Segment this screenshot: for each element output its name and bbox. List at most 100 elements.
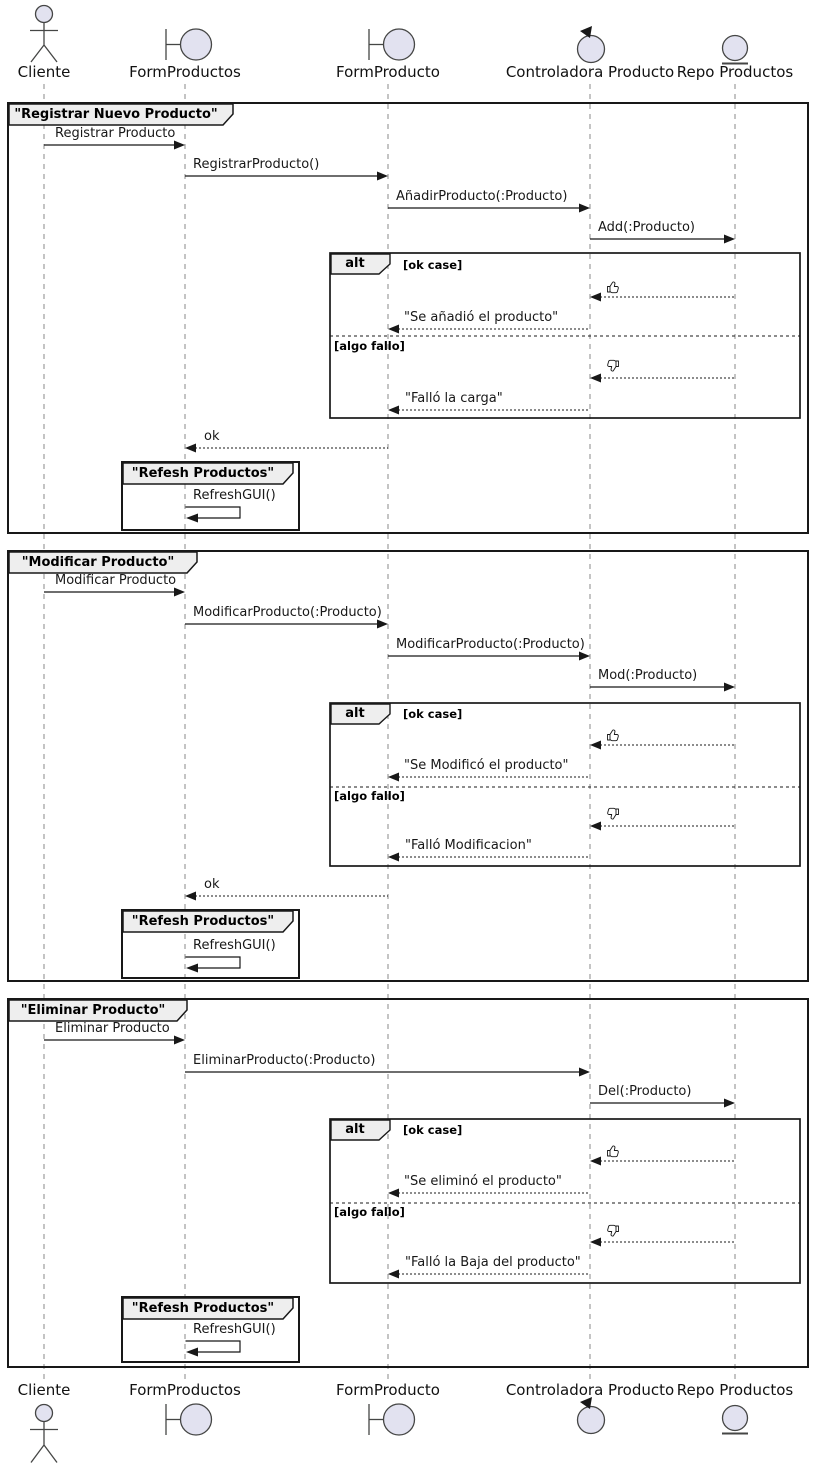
message-label: RegistrarProducto() [193,157,320,172]
guard-label: [algo fallo] [334,1205,405,1219]
refresh-frame [121,1296,300,1363]
return-arrow [590,1156,735,1166]
guard-label: [ok case] [403,707,463,721]
message-label: EliminarProducto(:Producto) [193,1053,376,1068]
frame-title: "Registrar Nuevo Producto" [14,107,218,122]
refresh-frame-tab [122,1297,294,1320]
refresh-frame-title: "Refesh Productos" [131,914,275,929]
return-arrow [388,1188,590,1198]
message-label: "Falló Modificacion" [405,838,532,853]
participant-label-cliente: Cliente [17,1381,71,1399]
message-label: RefreshGUI() [193,1322,276,1337]
message-label: Modificar Producto [55,573,177,588]
actor-icon [30,1403,58,1463]
thumbs-up-icon [607,1145,619,1158]
self-message-arrow [185,956,241,973]
refresh-frame-tab [122,910,294,933]
message-label: RefreshGUI() [193,938,276,953]
message-label: Add(:Producto) [598,220,696,235]
alt-tab [330,703,391,725]
participant-label-controladora: Controladora Producto [505,1381,675,1399]
message-label: ModificarProducto(:Producto) [396,637,585,652]
alt-frame [329,702,801,867]
frame-eliminar-tab [8,999,188,1022]
message-label: ModificarProducto(:Producto) [193,605,382,620]
thumbs-down-icon [607,1224,619,1237]
thumbs-down-icon [607,807,619,820]
refresh-frame-tab [122,462,294,485]
message-label: Registrar Producto [55,126,176,141]
participant-label-formproducto: FormProducto [336,63,440,81]
alt-operator-label: alt [345,1122,365,1137]
message-arrow [590,682,735,692]
solid-arrows [44,140,735,1108]
message-label: Mod(:Producto) [598,668,698,683]
message-label: "Se eliminó el producto" [404,1174,562,1189]
thumbs-down-icon [607,359,619,372]
message-label: Eliminar Producto [55,1021,170,1036]
message-label: "Falló la Baja del producto" [405,1255,581,1270]
participant-label-repo: Repo Productos [676,1381,794,1399]
frame-title: "Modificar Producto" [21,555,175,570]
return-arrow [185,891,388,901]
participant-label-repo: Repo Productos [676,63,794,81]
return-arrow [388,772,590,782]
entity-icon [721,1404,749,1435]
return-arrow [185,443,388,453]
message-arrow [185,619,388,629]
refresh-frame [121,909,300,979]
message-label: "Se añadió el producto" [404,310,559,325]
refresh-frame-title: "Refesh Productos" [131,1301,275,1316]
alt-frame [329,1118,801,1284]
message-label: "Se Modificó el producto" [404,758,569,773]
participant-label-formproducto: FormProducto [336,1381,440,1399]
frame-borders [7,102,809,1368]
return-arrow [590,740,735,750]
message-arrow [44,587,185,597]
message-arrow [44,1035,185,1045]
participant-label-controladora: Controladora Producto [505,63,675,81]
alt-fragments [329,252,801,1284]
control-icon [576,1397,606,1435]
thumbs-up-icon [607,729,619,742]
actor-icon [30,4,58,63]
return-arrow [590,292,735,302]
guard-label: [ok case] [403,1123,463,1137]
message-label: "Falló la carga" [405,391,503,406]
participant-icons-top [30,4,749,65]
message-label: ok [204,429,220,444]
self-message-arrow [185,506,241,523]
alt-tab [330,253,391,275]
message-label: AñadirProducto(:Producto) [396,189,568,204]
guard-label: [algo fallo] [334,339,405,353]
frame-registrar-tab [8,103,234,126]
return-arrow [590,373,735,383]
refresh-frame-title: "Refesh Productos" [131,466,275,481]
boundary-icon [368,28,416,61]
message-label: RefreshGUI() [193,488,276,503]
boundary-icon [165,1403,213,1436]
return-arrow [388,405,590,415]
frame-eliminar [7,998,809,1368]
message-arrow [590,234,735,244]
self-message-arrow [185,1340,241,1357]
self-arrows [185,506,241,1357]
message-arrow [185,171,388,181]
guard-label: [algo fallo] [334,789,405,803]
control-icon [576,26,606,64]
return-arrow [388,324,590,334]
lifelines [43,84,736,1382]
message-arrow [185,1067,590,1077]
alt-operator-label: alt [345,256,365,271]
frame-modificar-tab [8,551,198,574]
boundary-icon [165,28,213,61]
participant-label-formproductos: FormProductos [129,63,241,81]
message-arrow [388,651,590,661]
return-arrow [590,1237,735,1247]
frame-title: "Eliminar Producto" [20,1003,166,1018]
refresh-frames [121,461,300,1363]
guard-label: [ok case] [403,258,463,272]
frame-modificar [7,550,809,982]
